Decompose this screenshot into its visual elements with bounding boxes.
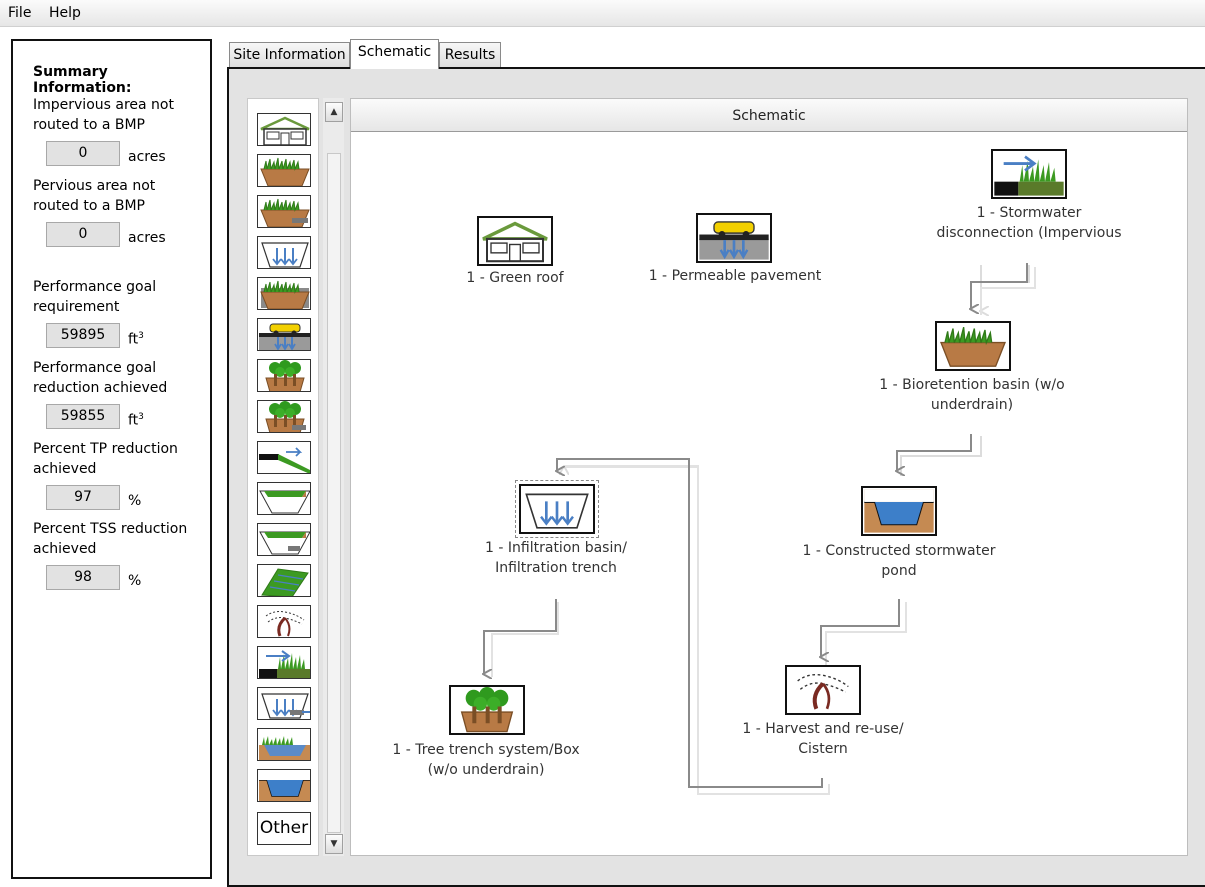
node-infiltration-label: 1 - Infiltration basin/ Infiltration tre… [426, 538, 686, 578]
palette-tree-trench-underdrain-icon[interactable] [257, 400, 311, 433]
scroll-up-button[interactable]: ▲ [325, 102, 343, 122]
node-permeable-pavement-icon[interactable] [696, 213, 772, 263]
node-green-roof-icon[interactable] [477, 216, 553, 266]
tp-value: 97 [46, 485, 120, 510]
goal-achieved-value: 59855 [46, 404, 120, 429]
palette-infiltration-icon[interactable] [257, 236, 311, 269]
impervious-label: Impervious area not routed to a BMP [33, 95, 203, 135]
tab-site-information[interactable]: Site Information [229, 42, 350, 68]
scroll-down-button[interactable]: ▼ [325, 834, 343, 854]
goal-achieved-label: Performance goal reduction achieved [33, 358, 203, 398]
palette-swale-underdrain-icon[interactable] [257, 523, 311, 556]
impervious-value: 0 [46, 141, 120, 166]
palette-tree-trench-icon[interactable] [257, 359, 311, 392]
node-bioretention-icon[interactable] [935, 321, 1011, 371]
tp-label: Percent TP reduction achieved [33, 439, 203, 479]
node-cistern-label: 1 - Harvest and re-use/ Cistern [693, 719, 953, 759]
node-tree-trench-label: 1 - Tree trench system/Box (w/o underdra… [356, 740, 616, 780]
impervious-unit: acres [128, 149, 166, 165]
menu-bar: File Help [0, 0, 1205, 27]
goal-requirement-label: Performance goal requirement [33, 277, 203, 317]
node-pond-icon[interactable] [861, 486, 937, 536]
menu-help[interactable]: Help [49, 5, 81, 21]
pervious-value: 0 [46, 222, 120, 247]
palette-infiltration-underdrain-icon[interactable] [257, 687, 311, 720]
tss-label: Percent TSS reduction achieved [33, 519, 203, 559]
palette-green-roof-icon[interactable] [257, 113, 311, 146]
pervious-label: Pervious area not routed to a BMP [33, 176, 203, 216]
pervious-unit: acres [128, 230, 166, 246]
palette-permeable-pavement-icon[interactable] [257, 318, 311, 351]
palette-tree-box-icon[interactable] [257, 277, 311, 310]
schematic-canvas[interactable]: Schematic 1 - Green [350, 98, 1188, 856]
summary-panel: Summary Information: Impervious area not… [11, 39, 212, 879]
bmp-palette: Other [247, 98, 319, 856]
palette-pond-icon[interactable] [257, 769, 311, 802]
node-bioretention-label: 1 - Bioretention basin (w/o underdrain) [842, 375, 1102, 415]
palette-other-button[interactable]: Other [257, 812, 311, 845]
palette-bioretention-icon[interactable] [257, 154, 311, 187]
palette-scrollbar[interactable]: ▲ ▼ [323, 98, 344, 856]
node-permeable-pavement-label: 1 - Permeable pavement [605, 266, 865, 286]
tss-unit: % [128, 573, 141, 589]
menu-file[interactable]: File [8, 5, 31, 21]
node-cistern-icon[interactable] [785, 665, 861, 715]
tab-schematic[interactable]: Schematic [350, 39, 439, 69]
node-tree-trench-icon[interactable] [449, 685, 525, 735]
palette-swale-icon[interactable] [257, 482, 311, 515]
palette-filter-strip-icon[interactable] [257, 564, 311, 597]
goal-requirement-unit: ft3 [128, 331, 144, 348]
goal-achieved-unit: ft3 [128, 412, 144, 429]
palette-stormwater-disconnection-icon[interactable] [257, 646, 311, 679]
tp-unit: % [128, 493, 141, 509]
tab-results[interactable]: Results [439, 42, 501, 68]
palette-harvest-icon[interactable] [257, 605, 311, 638]
palette-bioretention-underdrain-icon[interactable] [257, 195, 311, 228]
summary-title: Summary Information: [33, 64, 210, 96]
node-infiltration-icon[interactable] [519, 484, 595, 534]
palette-wet-swale-icon[interactable] [257, 728, 311, 761]
scroll-thumb[interactable] [327, 153, 341, 833]
palette-disconnection-icon[interactable] [257, 441, 311, 474]
goal-requirement-value: 59895 [46, 323, 120, 348]
tss-value: 98 [46, 565, 120, 590]
node-pond-label: 1 - Constructed stormwater pond [769, 541, 1029, 581]
node-stormwater-disconnection-label: 1 - Stormwater disconnection (Impervious [899, 203, 1159, 243]
node-stormwater-disconnection-icon[interactable] [991, 149, 1067, 199]
